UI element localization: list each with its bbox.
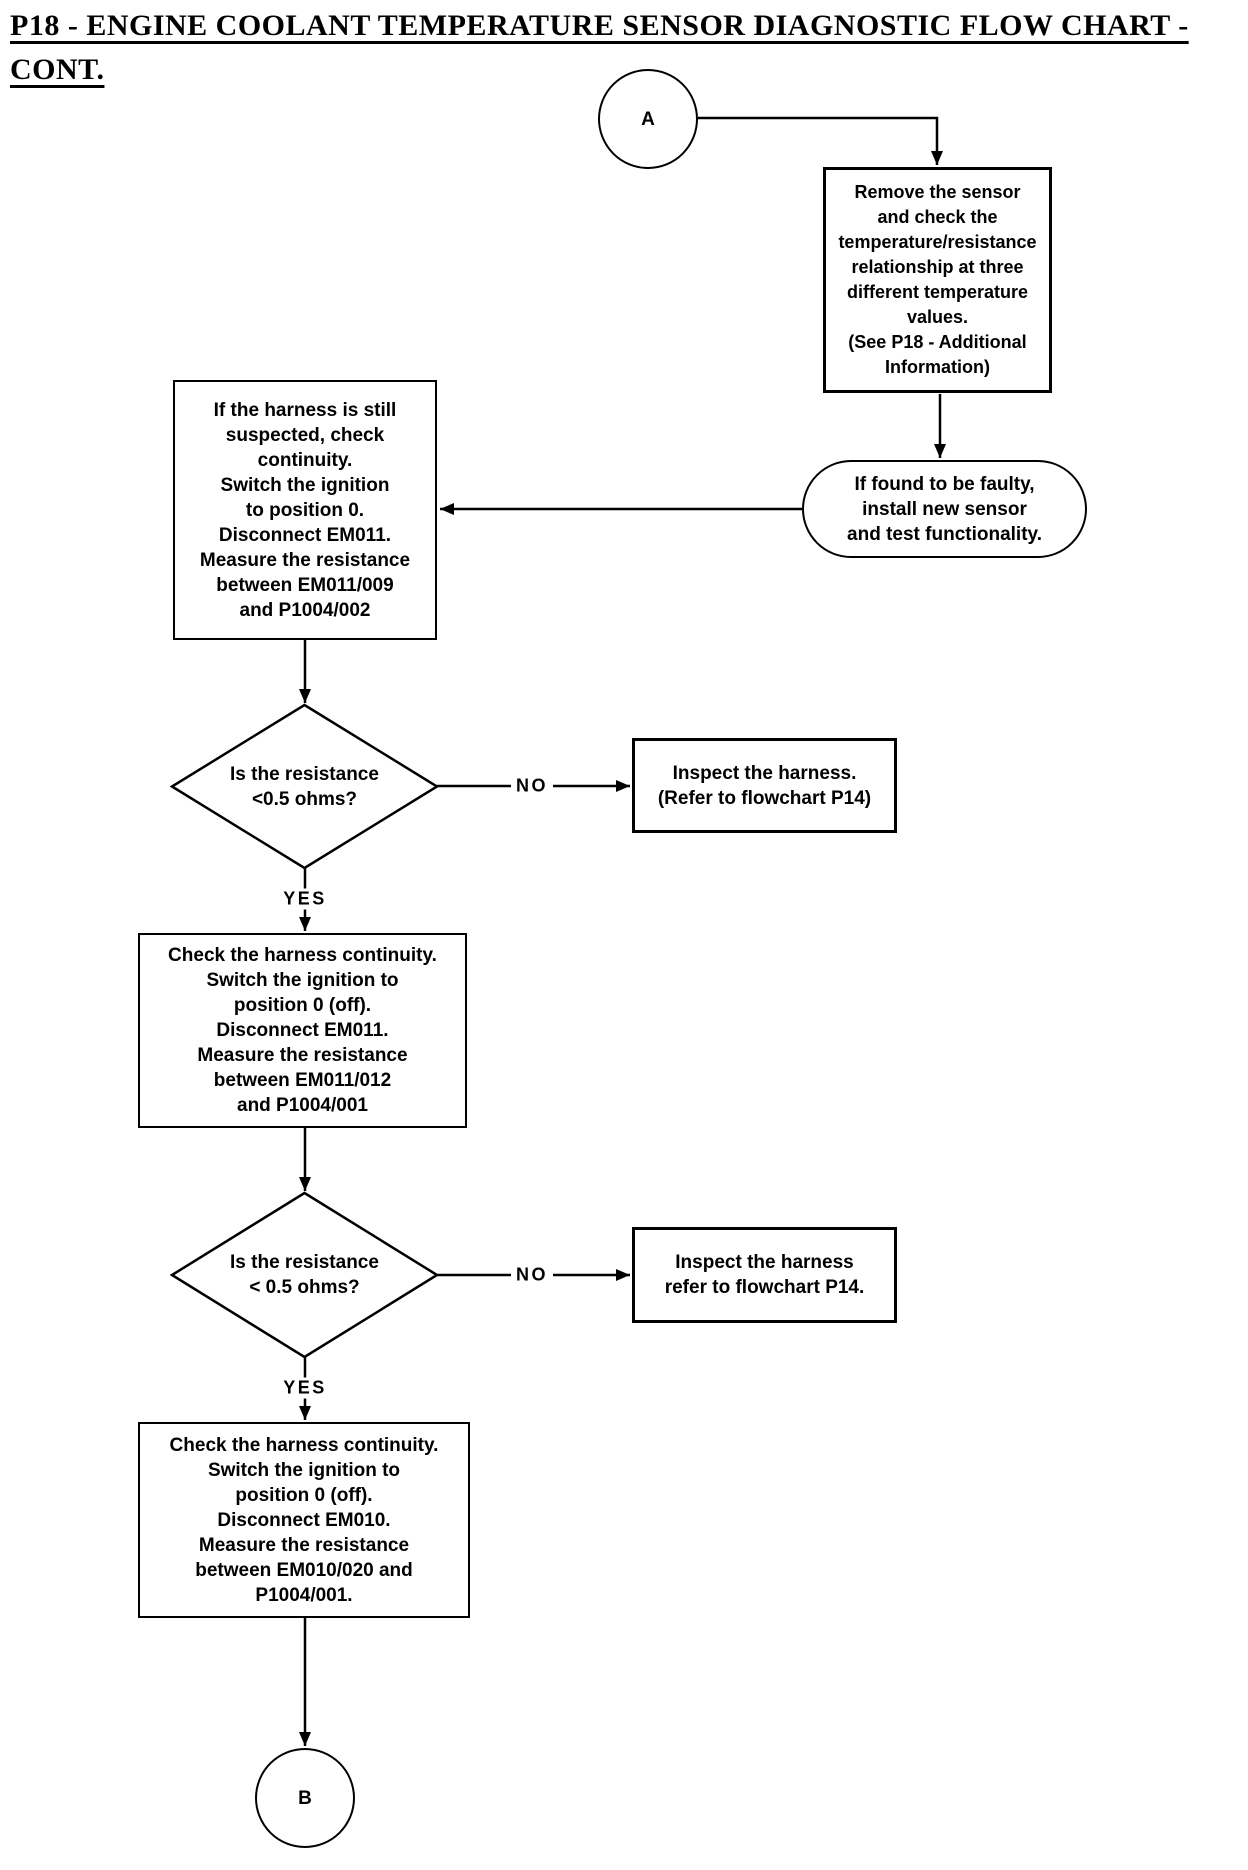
edge-label-yes-1: YES bbox=[278, 888, 332, 910]
edge-label-no-1: NO bbox=[511, 775, 553, 797]
process-check-continuity-em010: Check the harness continuity. Switch the… bbox=[138, 1422, 470, 1618]
decision-resistance-2: Is the resistance < 0.5 ohms? bbox=[170, 1191, 439, 1359]
page-title-line2: CONT. bbox=[10, 53, 105, 86]
process-harness-suspected: If the harness is still suspected, check… bbox=[173, 380, 437, 640]
decision-resistance-2-text: Is the resistance < 0.5 ohms? bbox=[230, 1252, 379, 1298]
connector-symbol-b: B bbox=[255, 1748, 355, 1848]
terminal-install-new-sensor: If found to be faulty, install new senso… bbox=[802, 460, 1087, 558]
decision-resistance-1: Is the resistance <0.5 ohms? bbox=[170, 703, 439, 870]
process-remove-sensor: Remove the sensor and check the temperat… bbox=[823, 167, 1052, 393]
decision-diamond-shape bbox=[170, 703, 439, 870]
edge-label-no-2: NO bbox=[511, 1264, 553, 1286]
decision-diamond-shape bbox=[170, 1191, 439, 1359]
connector-a-to-remove-sensor bbox=[698, 116, 943, 165]
decision-resistance-1-text: Is the resistance <0.5 ohms? bbox=[230, 763, 379, 810]
page-title: P18 - ENGINE COOLANT TEMPERATURE SENSOR … bbox=[10, 4, 1246, 92]
connector-symbol-a: A bbox=[598, 69, 698, 169]
process-inspect-harness-1: Inspect the harness. (Refer to flowchart… bbox=[632, 738, 897, 833]
process-check-continuity-em011: Check the harness continuity. Switch the… bbox=[138, 933, 467, 1128]
edge-label-yes-2: YES bbox=[278, 1377, 332, 1399]
process-inspect-harness-2: Inspect the harness refer to flowchart P… bbox=[632, 1227, 897, 1323]
page-title-line1: P18 - ENGINE COOLANT TEMPERATURE SENSOR … bbox=[10, 9, 1189, 42]
